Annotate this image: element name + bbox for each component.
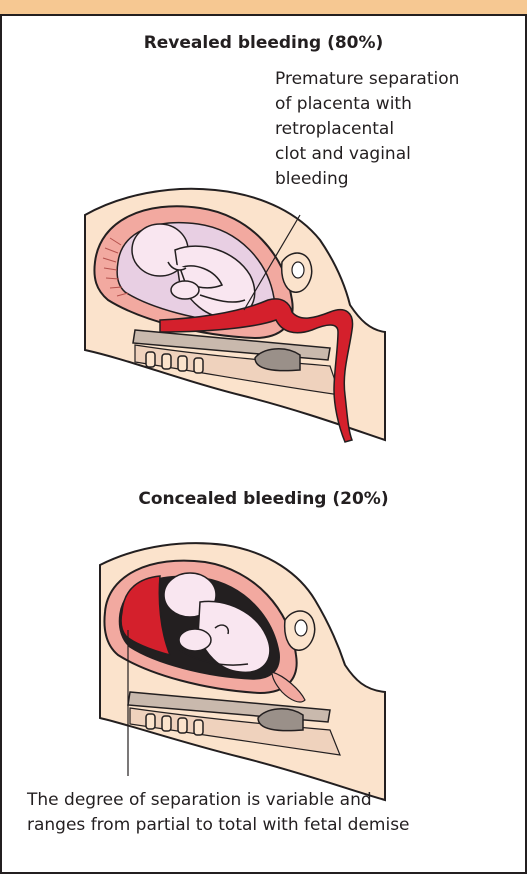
revealed-bleeding-illustration bbox=[85, 189, 385, 442]
panel-2-heading: Concealed bleeding (20%) bbox=[0, 489, 527, 509]
panel-2-label: The degree of separation is variable and… bbox=[27, 788, 527, 838]
concealed-bleeding-illustration bbox=[100, 543, 385, 800]
panel-1-label: Premature separation of placenta with re… bbox=[275, 67, 515, 192]
